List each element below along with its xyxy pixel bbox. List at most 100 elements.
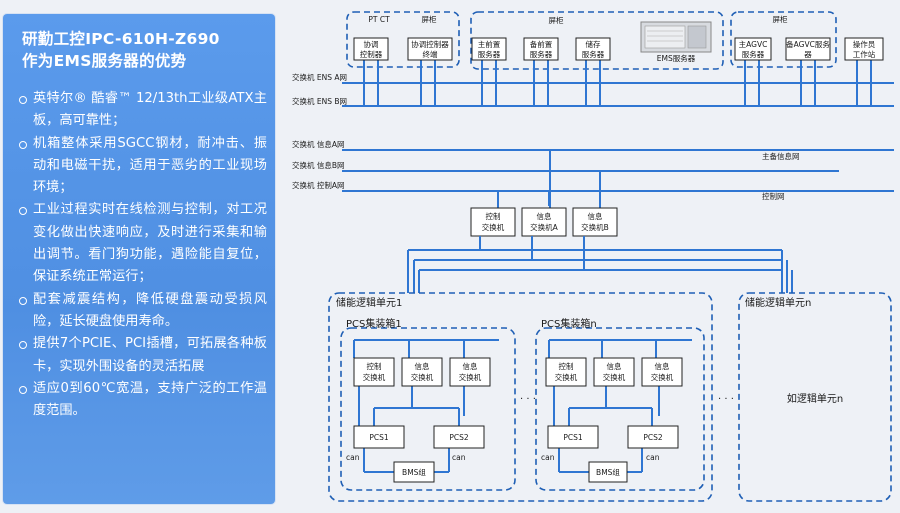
ems-server-label: EMS服务器 <box>657 53 696 63</box>
logic-unit-n <box>738 292 892 502</box>
c1-can-left: can <box>346 453 360 462</box>
operator-label-2: 工作站 <box>853 49 876 59</box>
backup-agvc-label-2: 器 <box>804 50 812 59</box>
c1-control-switch: 控制 交换机 <box>353 357 395 387</box>
cabinet1-ptct-label: PT CT <box>368 15 390 24</box>
cn-pcs2: PCS2 <box>627 425 679 449</box>
backup-agvc-label-1: 备AGVC服务 <box>786 39 830 49</box>
c1-pcs1: PCS1 <box>353 425 405 449</box>
cn-can-right: can <box>646 453 660 462</box>
cn-control-switch: 控制 交换机 <box>545 357 587 387</box>
control-net-label: 控制网 <box>762 191 785 201</box>
unitn-ellipsis: · · · <box>718 394 734 405</box>
backup-front-server-label-2: 服务器 <box>530 49 553 59</box>
advantage-item-2: 机箱整体采用SGCC钢材，耐冲击、振动和电磁干扰，适用于恶劣的工业现场环境； <box>19 133 267 200</box>
bus-ens-a-label: 交换机 ENS A网 <box>292 72 347 82</box>
backup-front-server-label-1: 备前置 <box>530 39 553 49</box>
core-control-switch-label-1: 控制 <box>486 211 501 221</box>
bus-ctrl-a-label: 交换机 控制A网 <box>292 180 345 190</box>
storage-server-label-2: 服务器 <box>582 49 605 59</box>
operator-label-1: 操作员 <box>853 39 876 49</box>
main-front-server-label-2: 服务器 <box>478 49 501 59</box>
cn-bms: BMS组 <box>588 461 628 483</box>
ems-server-icon <box>640 21 712 53</box>
advantage-item-4: 配套减震结构，降低硬盘震动受损风险，延长硬盘使用寿命。 <box>19 289 267 334</box>
core-info-switch-a: 信息 交换机A <box>521 207 567 237</box>
panel-title: 研勤工控IPC-610H-Z690 作为EMS服务器的优势 <box>22 28 220 72</box>
trunk-lines <box>407 236 793 293</box>
coord-terminal-label-2: 终端 <box>423 49 438 59</box>
cn-pcs2-label: PCS2 <box>643 433 663 442</box>
cn-can-left: can <box>541 453 555 462</box>
advantage-item-6: 适应0到60℃宽温，支持广泛的工作温度范围。 <box>19 378 267 423</box>
advantage-item-1: 英特尔® 酷睿™ 12/13th工业级ATX主板，高可靠性； <box>19 88 267 133</box>
cabinet-1 <box>346 11 460 68</box>
cn-control-switch-label-2: 交换机 <box>555 372 578 382</box>
coord-controller-label-2: 控制器 <box>360 49 383 59</box>
advantage-list: 英特尔® 酷睿™ 12/13th工业级ATX主板，高可靠性； 机箱整体采用SGC… <box>19 88 267 422</box>
pcs-container-1-title: PCS集装箱1 <box>346 317 402 330</box>
coord-controller-box: 协调 控制器 <box>353 37 389 61</box>
cabinet-2 <box>470 11 724 70</box>
advantage-item-5: 提供7个PCIE、PCI插槽，可拓展各种板卡，实现外围设备的灵活拓展 <box>19 333 267 378</box>
bus-info-b-label: 交换机 信息B网 <box>292 160 345 170</box>
storage-server-label-1: 储存 <box>586 39 601 49</box>
main-front-server-label-1: 主前置 <box>478 39 501 49</box>
logic-unit-1 <box>328 292 713 502</box>
main-agvc-label-2: 服务器 <box>742 49 765 59</box>
c1-info-switch-2-label-1: 信息 <box>463 361 478 371</box>
cn-bms-label: BMS组 <box>596 467 620 477</box>
cn-info-switch-1: 信息 交换机 <box>593 357 635 387</box>
c1-bms: BMS组 <box>393 461 435 483</box>
pcs-container-n <box>535 327 705 491</box>
core-info-switch-b-label-2: 交换机B <box>581 222 609 232</box>
c1-bms-label: BMS组 <box>402 467 426 477</box>
storage-server-box: 储存 服务器 <box>575 37 611 61</box>
c1-info-switch-2-label-2: 交换机 <box>459 372 482 382</box>
core-info-switch-a-label-1: 信息 <box>537 211 552 221</box>
backup-front-server-box: 备前置 服务器 <box>523 37 559 61</box>
operator-workstation-box: 操作员 工作站 <box>844 37 884 61</box>
bus-info-a-label: 交换机 信息A网 <box>292 139 345 149</box>
logic-unit-n-body: 如逻辑单元n <box>787 392 843 405</box>
backup-agvc-server-box: 备AGVC服务 器 <box>785 37 831 61</box>
ens-drops <box>363 60 872 106</box>
core-info-switch-b-label-1: 信息 <box>588 211 603 221</box>
pcs-container-n-title: PCS集装箱n <box>541 317 597 330</box>
panel-title-line1: 研勤工控IPC-610H-Z690 <box>22 30 220 48</box>
bus-ens-b-label: 交换机 ENS B网 <box>292 96 347 106</box>
core-info-switch-b: 信息 交换机B <box>572 207 618 237</box>
c1-can-right: can <box>452 453 466 462</box>
container1-wiring <box>353 339 499 473</box>
cabinet3-title: 屏柜 <box>773 14 788 24</box>
cabinet2-title: 屏柜 <box>549 15 564 25</box>
logic-unit-n-title: 储能逻辑单元n <box>745 296 811 309</box>
main-agvc-label-1: 主AGVC <box>739 39 768 49</box>
coord-controller-label-1: 协调 <box>364 39 379 49</box>
coord-terminal-label-1: 协调控制器 <box>411 39 449 49</box>
coord-terminal-box: 协调控制器 终端 <box>407 37 453 61</box>
c1-info-switch-1: 信息 交换机 <box>401 357 443 387</box>
c1-info-switch-1-label-2: 交换机 <box>411 372 434 382</box>
unit1-ellipsis: · · · <box>520 394 536 405</box>
cabinet1-title: 屏柜 <box>422 14 437 24</box>
cn-info-switch-2-label-1: 信息 <box>655 361 670 371</box>
main-agvc-server-box: 主AGVC 服务器 <box>734 37 772 61</box>
main-front-server-box: 主前置 服务器 <box>471 37 507 61</box>
c1-control-switch-label-2: 交换机 <box>363 372 386 382</box>
cn-pcs1-label: PCS1 <box>563 433 583 442</box>
c1-pcs1-label: PCS1 <box>369 433 389 442</box>
network-diagram: .ln { stroke:#2f76d2; stroke-width:2; fi… <box>292 11 894 502</box>
pcs-container-1 <box>340 327 516 491</box>
logic-unit-1-title: 储能逻辑单元1 <box>336 296 402 309</box>
core-control-switch-label-2: 交换机 <box>482 222 505 232</box>
containern-wiring <box>548 339 692 473</box>
cn-info-switch-2: 信息 交换机 <box>641 357 683 387</box>
cabinet-3 <box>730 11 837 68</box>
core-control-switch: 控制 交换机 <box>470 207 516 237</box>
cn-info-switch-1-label-1: 信息 <box>607 361 622 371</box>
advantage-item-3: 工业过程实时在线检测与控制，对工况变化做出快速响应，及时进行采集和输出调节。看门… <box>19 199 267 288</box>
info-panel: 研勤工控IPC-610H-Z690 作为EMS服务器的优势 英特尔® 酷睿™ 1… <box>3 14 275 504</box>
c1-control-switch-label-1: 控制 <box>367 361 382 371</box>
panel-title-line2: 作为EMS服务器的优势 <box>22 52 187 70</box>
